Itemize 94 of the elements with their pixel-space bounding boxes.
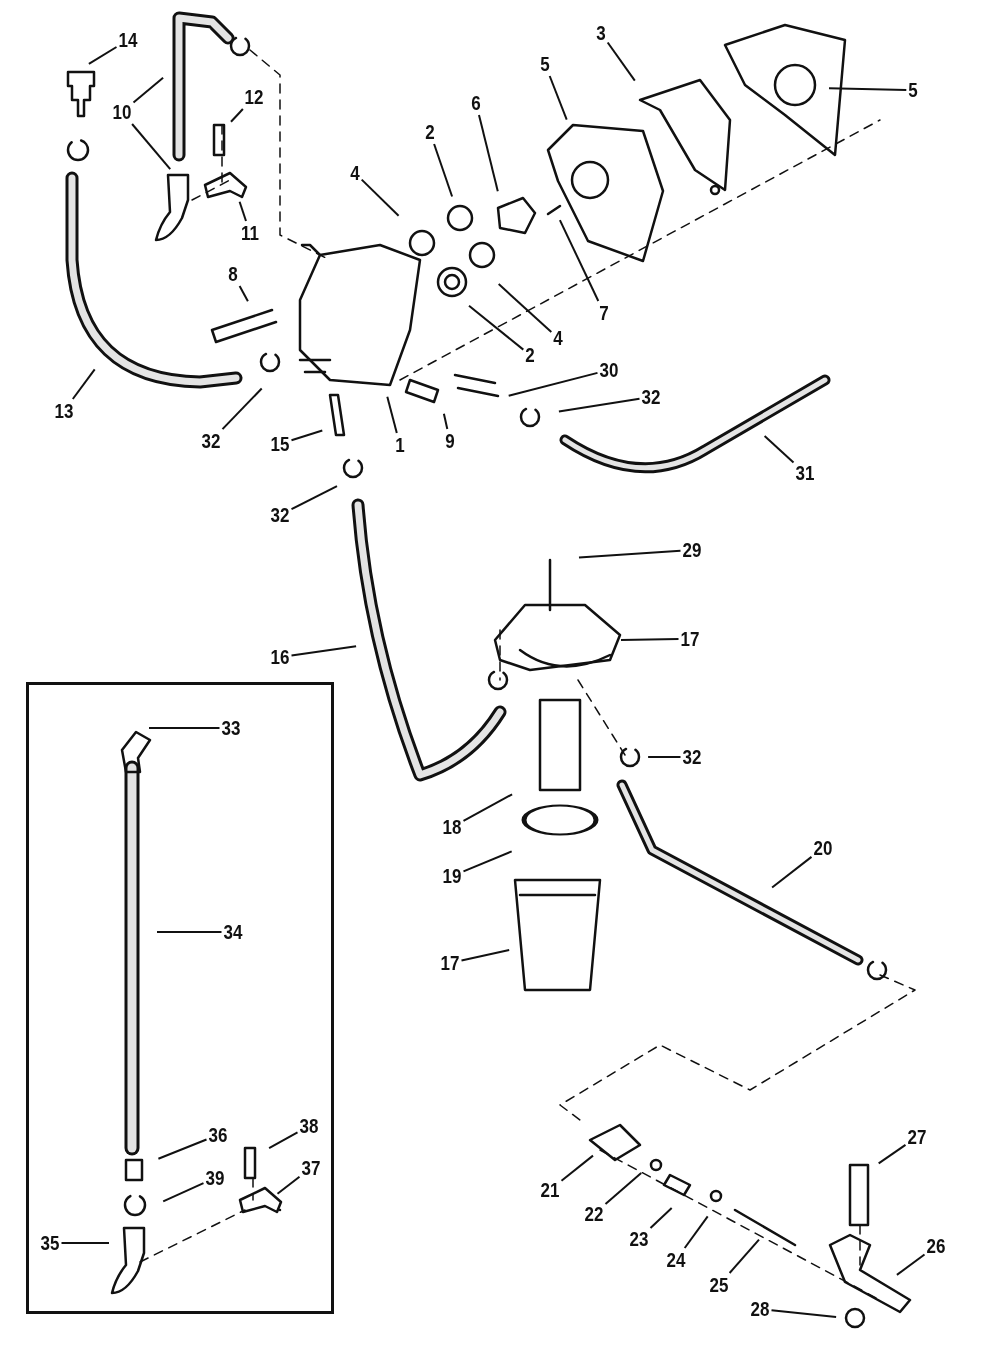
leader-line <box>828 87 908 91</box>
leader-line <box>649 1207 673 1230</box>
leader-line <box>360 178 400 217</box>
leader-line <box>132 76 165 104</box>
callout-number: 4 <box>553 328 563 348</box>
callout-number: 35 <box>40 1233 60 1253</box>
leader-line <box>763 435 795 464</box>
leader-line <box>877 1143 907 1165</box>
callout-number: 26 <box>926 1236 946 1256</box>
leader-line <box>71 368 96 400</box>
leader-line <box>620 638 680 641</box>
leader-line <box>478 114 499 193</box>
callout-number: 17 <box>440 953 460 973</box>
leader-line <box>557 397 641 413</box>
leader-line <box>162 1182 205 1203</box>
leader-line <box>131 123 172 171</box>
leader-line <box>647 756 682 758</box>
callout-number: 12 <box>244 87 264 107</box>
callout-number: 23 <box>629 1229 649 1249</box>
leader-line <box>548 75 568 121</box>
callout-number: 29 <box>682 540 702 560</box>
callout-number: 33 <box>221 718 241 738</box>
callout-number: 8 <box>228 264 238 284</box>
inset-frame <box>26 682 334 1314</box>
callout-number: 31 <box>795 463 815 483</box>
leader-line <box>290 429 324 442</box>
callout-number: 24 <box>666 1250 686 1270</box>
callout-number: 13 <box>54 401 74 421</box>
callout-number: 18 <box>442 817 462 837</box>
callout-number: 11 <box>241 223 259 243</box>
leader-line <box>433 143 454 198</box>
leader-line <box>276 1175 301 1195</box>
callout-number: 22 <box>584 1204 604 1224</box>
leader-line <box>462 850 513 873</box>
callout-number: 16 <box>270 647 290 667</box>
callout-number: 6 <box>471 93 481 113</box>
leader-line <box>386 395 398 434</box>
callout-number: 28 <box>750 1299 770 1319</box>
callout-number: 27 <box>907 1127 927 1147</box>
callout-number: 32 <box>201 431 221 451</box>
leader-line <box>578 549 682 559</box>
callout-number: 7 <box>599 303 609 323</box>
callout-number: 1 <box>395 435 405 455</box>
leader-line <box>230 108 244 123</box>
callout-number: 36 <box>208 1125 228 1145</box>
leader-line <box>606 41 636 82</box>
leader-line <box>460 948 511 962</box>
leader-line <box>770 1309 838 1319</box>
leader-line <box>507 371 599 397</box>
leader-line <box>238 285 249 303</box>
callout-number: 32 <box>641 387 661 407</box>
callout-number: 5 <box>908 80 918 100</box>
leader-line <box>497 283 553 333</box>
leader-line <box>87 46 118 65</box>
leader-line <box>238 200 247 222</box>
leader-line <box>290 485 338 511</box>
leader-line <box>895 1253 926 1276</box>
leader-line <box>156 931 223 933</box>
callout-number: 15 <box>270 434 290 454</box>
callout-number: 39 <box>205 1168 225 1188</box>
callout-number: 4 <box>350 163 360 183</box>
leader-line <box>221 387 263 431</box>
callout-number: 9 <box>445 431 455 451</box>
callout-number: 2 <box>425 122 435 142</box>
leader-line <box>462 793 514 822</box>
callout-number: 32 <box>682 747 702 767</box>
callout-number: 30 <box>599 360 619 380</box>
leader-line <box>60 1242 110 1244</box>
leader-line <box>290 645 358 657</box>
leader-line <box>560 1154 594 1182</box>
callout-number: 19 <box>442 866 462 886</box>
callout-number: 37 <box>301 1158 321 1178</box>
leader-line <box>558 219 600 302</box>
leader-line <box>728 1238 760 1274</box>
leader-line <box>604 1171 643 1205</box>
leader-line <box>148 727 221 729</box>
callout-number: 20 <box>813 838 833 858</box>
callout-number: 25 <box>709 1275 729 1295</box>
leader-line <box>442 412 449 430</box>
callout-number: 38 <box>299 1116 319 1136</box>
callout-number: 5 <box>540 54 550 74</box>
leader-line <box>468 304 525 351</box>
leader-line <box>268 1131 299 1150</box>
callout-number: 21 <box>540 1180 560 1200</box>
callout-number: 2 <box>525 345 535 365</box>
callout-number: 3 <box>596 23 606 43</box>
callout-number: 32 <box>270 505 290 525</box>
callout-number: 17 <box>680 629 700 649</box>
callout-number: 34 <box>223 922 243 942</box>
leader-line <box>683 1215 709 1249</box>
callout-number: 10 <box>112 102 132 122</box>
callout-number: 14 <box>118 30 138 50</box>
leader-line <box>157 1138 208 1160</box>
leader-line <box>771 855 813 889</box>
